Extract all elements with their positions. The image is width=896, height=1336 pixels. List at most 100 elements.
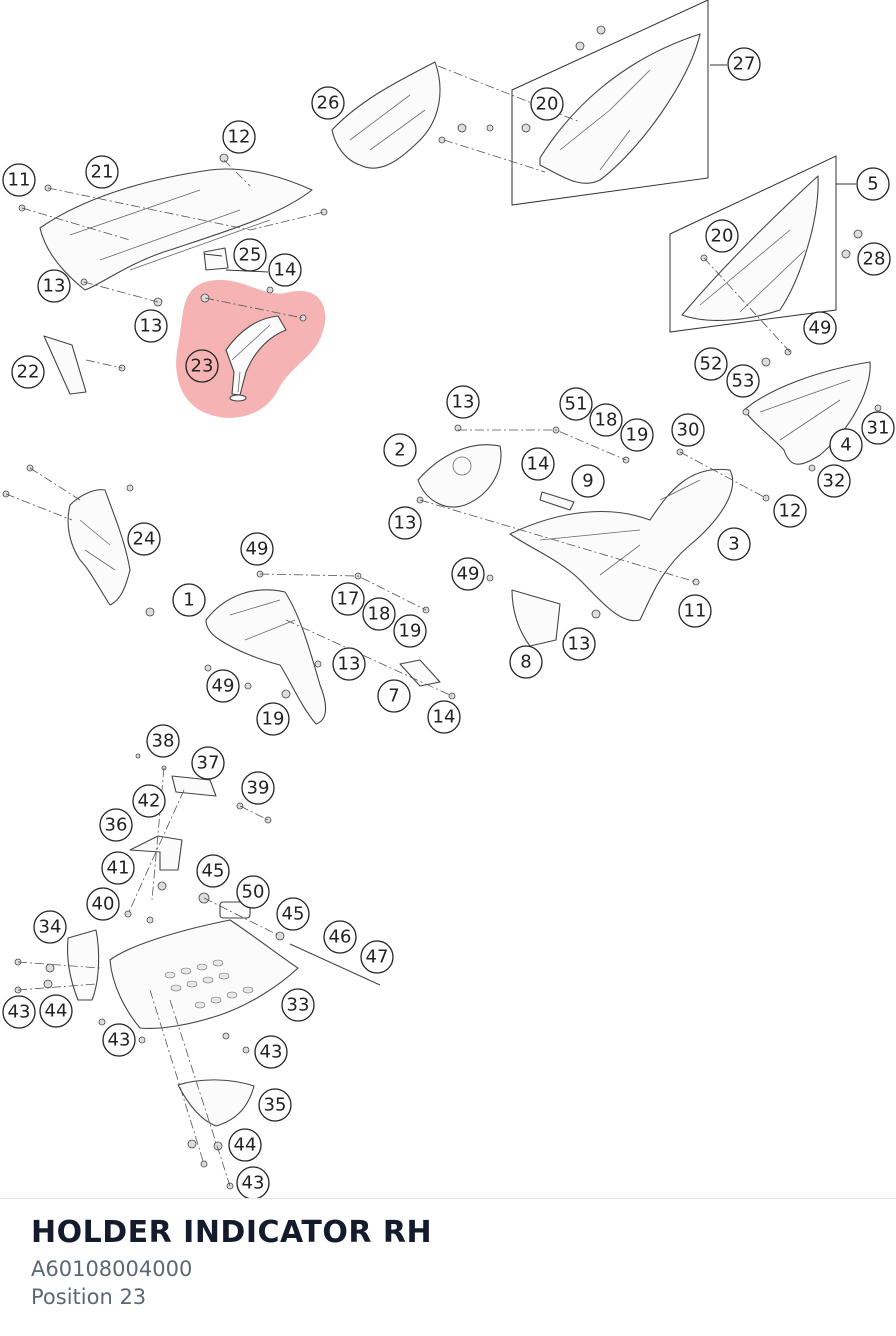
callout[interactable]: 11 (2, 163, 36, 197)
callout[interactable]: 5 (856, 167, 890, 201)
callout-label: 44 (45, 1001, 68, 1022)
callout[interactable]: 13 (134, 309, 168, 343)
callout[interactable]: 14 (427, 700, 461, 734)
callout[interactable]: 13 (388, 506, 422, 540)
callout-circle (311, 86, 345, 120)
callout-circle (559, 387, 593, 421)
callout[interactable]: 45 (196, 854, 230, 888)
callout-label: 9 (582, 471, 593, 492)
callout[interactable]: 19 (256, 702, 290, 736)
callout[interactable]: 42 (132, 784, 166, 818)
callout[interactable]: 44 (228, 1128, 262, 1162)
callout[interactable]: 43 (236, 1166, 270, 1200)
callout-label: 3 (728, 534, 739, 555)
callout[interactable]: 21 (85, 155, 119, 189)
callout[interactable]: 11 (678, 594, 712, 628)
callout[interactable]: 19 (620, 418, 654, 452)
callout[interactable]: 47 (360, 940, 394, 974)
callout[interactable]: 49 (240, 532, 274, 566)
callout[interactable]: 44 (39, 994, 73, 1028)
callout[interactable]: 49 (803, 311, 837, 345)
callout[interactable]: 19 (393, 614, 427, 648)
callout-circle (185, 349, 219, 383)
callout[interactable]: 43 (2, 995, 36, 1029)
callout[interactable]: 35 (258, 1088, 292, 1122)
callout-circle (857, 242, 891, 276)
callout[interactable]: 51 (559, 387, 593, 421)
callout[interactable]: 50 (236, 875, 270, 909)
callout[interactable]: 24 (127, 522, 161, 556)
callout[interactable]: 32 (817, 464, 851, 498)
callout-circle (86, 887, 120, 921)
callout[interactable]: 20 (705, 219, 739, 253)
callout[interactable]: 1 (172, 583, 206, 617)
callout[interactable]: 13 (332, 647, 366, 681)
callout[interactable]: 9 (571, 464, 605, 498)
callout-label: 13 (452, 392, 475, 413)
callout[interactable]: 34 (33, 910, 67, 944)
callout-circle (717, 527, 751, 561)
callout[interactable]: 25 (233, 238, 267, 272)
callout[interactable]: 37 (191, 746, 225, 780)
callout[interactable]: 27 (727, 47, 761, 81)
callout[interactable]: 41 (101, 851, 135, 885)
callout[interactable]: 38 (146, 724, 180, 758)
callout[interactable]: 28 (857, 242, 891, 276)
callout[interactable]: 30 (671, 413, 705, 447)
callout[interactable]: 7 (377, 679, 411, 713)
callout-circle (132, 784, 166, 818)
callout-label: 33 (287, 995, 310, 1016)
callout[interactable]: 13 (37, 269, 71, 303)
callout-circle (134, 309, 168, 343)
callout[interactable]: 45 (276, 897, 310, 931)
callout[interactable]: 18 (362, 597, 396, 631)
callout-circle (331, 582, 365, 616)
callout-label: 7 (388, 686, 399, 707)
callout-label: 26 (317, 93, 340, 114)
callout[interactable]: 12 (222, 120, 256, 154)
callout-label: 50 (242, 882, 265, 903)
callout[interactable]: 43 (102, 1023, 136, 1057)
callout-label: 38 (152, 731, 175, 752)
callout-circle (726, 364, 760, 398)
callout-circle (2, 163, 36, 197)
callout[interactable]: 14 (268, 253, 302, 287)
callout[interactable]: 52 (694, 347, 728, 381)
callout[interactable]: 39 (241, 771, 275, 805)
callout[interactable]: 20 (530, 87, 564, 121)
callout-circle (383, 433, 417, 467)
callout[interactable]: 3 (717, 527, 751, 561)
callout-circle (256, 702, 290, 736)
callout[interactable]: 13 (562, 627, 596, 661)
callout[interactable]: 53 (726, 364, 760, 398)
callout[interactable]: 49 (451, 557, 485, 591)
part-position: Position 23 (31, 1285, 147, 1309)
callout[interactable]: 43 (254, 1035, 288, 1069)
callout-label: 11 (684, 601, 707, 622)
callout-label: 5 (867, 174, 878, 195)
callout[interactable]: 13 (446, 385, 480, 419)
callout[interactable]: 46 (323, 920, 357, 954)
callout-circle (861, 411, 895, 445)
callout[interactable]: 40 (86, 887, 120, 921)
callout[interactable]: 12 (773, 494, 807, 528)
callout[interactable]: 8 (509, 645, 543, 679)
callout-highlighted[interactable]: 23 (185, 349, 219, 383)
callout[interactable]: 31 (861, 411, 895, 445)
callout[interactable]: 33 (281, 988, 315, 1022)
callout-circle (562, 627, 596, 661)
callout-circle (589, 403, 623, 437)
callout[interactable]: 4 (829, 428, 863, 462)
callout[interactable]: 26 (311, 86, 345, 120)
callout[interactable]: 18 (589, 403, 623, 437)
callout-circle (222, 120, 256, 154)
callout[interactable]: 14 (521, 447, 555, 481)
callout-circle (620, 418, 654, 452)
callout[interactable]: 17 (331, 582, 365, 616)
callout[interactable]: 49 (206, 669, 240, 703)
callout[interactable]: 22 (11, 355, 45, 389)
callout-circle (377, 679, 411, 713)
callout[interactable]: 36 (99, 808, 133, 842)
callout[interactable]: 2 (383, 433, 417, 467)
